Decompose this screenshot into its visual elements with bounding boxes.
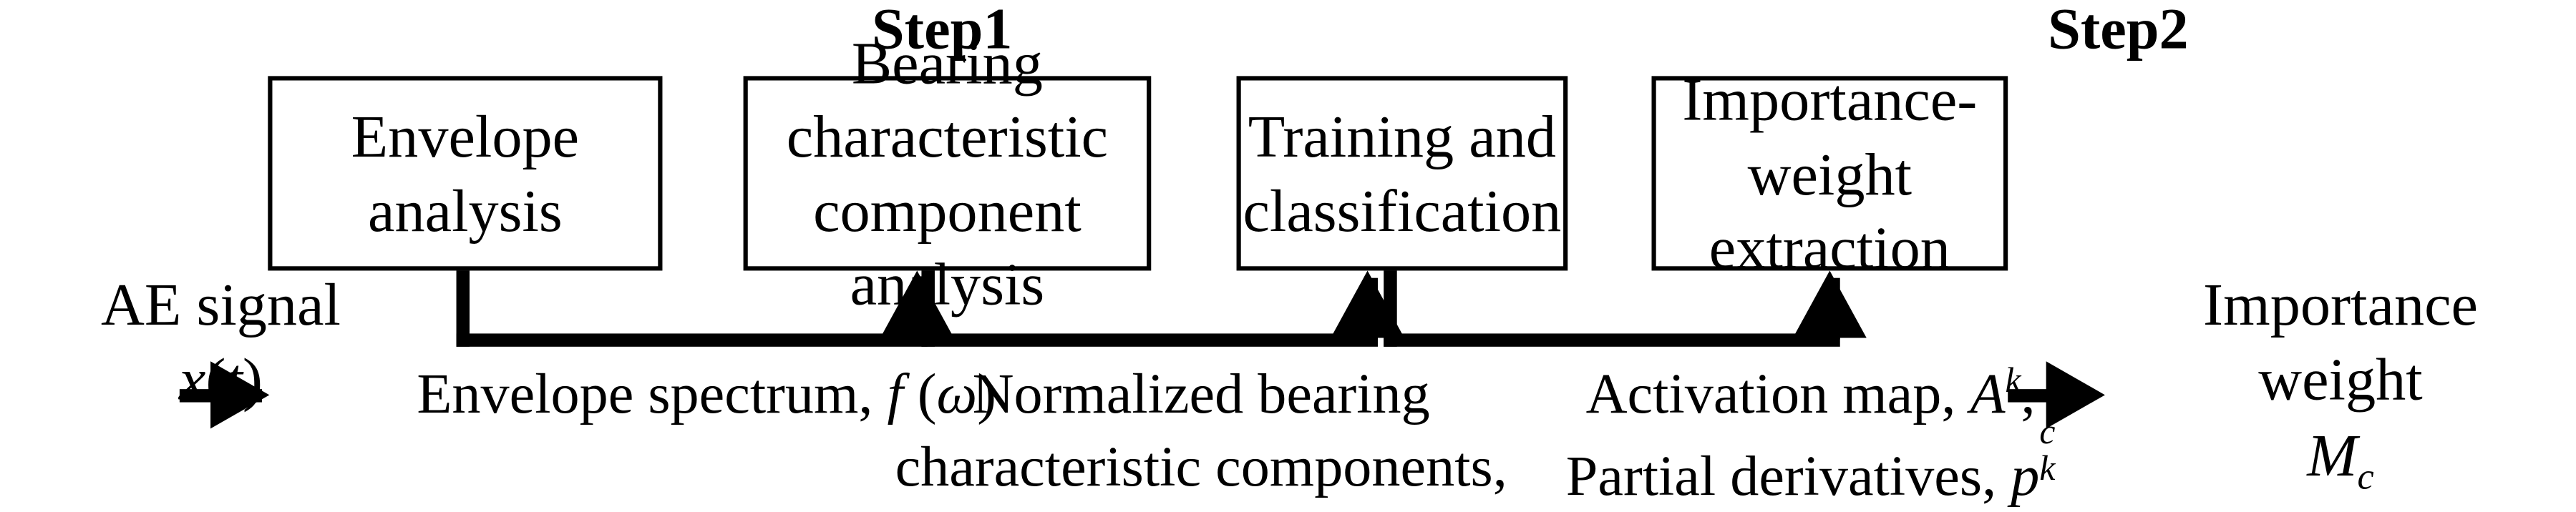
connector-1-vertical-drop — [456, 270, 470, 347]
output-line1: Importance — [2203, 270, 2478, 338]
step4-box-line1: Importance- — [1682, 67, 1978, 134]
step1-box[interactable]: Envelope analysis — [268, 76, 663, 271]
connector-3-vertical-drop — [1384, 270, 1397, 347]
output-symbol-sub-c: c — [2357, 456, 2374, 497]
edge-label-3-line1: Activation map, Ak, — [1502, 358, 2120, 431]
output-arrow-head-icon — [2046, 361, 2105, 429]
step3-box-label: Training and classification — [1228, 100, 1576, 247]
output-symbol: Mc — [2120, 418, 2562, 495]
edge-label-2-line3: NBCC — [878, 504, 1525, 512]
edge-label-3-p: p — [2011, 445, 2040, 508]
edge-label-3-line2-text: Partial derivatives, — [1565, 445, 2011, 508]
edge-label-3-sup-k: k — [2005, 361, 2021, 401]
step2-box-line1: Bearing characteristic — [786, 29, 1109, 171]
edge-label-3-line1-text: Activation map, — [1585, 363, 1970, 426]
step4-box-label: Importance- weight extraction — [1656, 64, 2003, 283]
edge-label-3: Activation map, Ak, Partial derivatives,… — [1502, 358, 2120, 512]
connector-3-arrow-head-icon — [1792, 270, 1867, 338]
edge-label-2: Normalized bearing characteristic compon… — [878, 358, 1525, 512]
output-symbol-M: M — [2307, 420, 2358, 488]
edge-label-1-omega: ω — [936, 363, 978, 426]
step3-box[interactable]: Training and classification — [1236, 76, 1568, 271]
edge-label-3-A: A — [1970, 363, 2006, 426]
edge-label-1: Envelope spectrum, f (ω) — [339, 358, 1074, 431]
step-heading-2: Step2 — [2048, 0, 2189, 61]
edge-label-3-comma: , — [2021, 363, 2036, 426]
connector-3-horizontal — [1384, 333, 1840, 347]
step4-box[interactable]: Importance- weight extraction — [1651, 67, 2008, 280]
step3-box-line2: classification — [1243, 176, 1562, 244]
input-symbol-x: x — [178, 345, 206, 413]
edge-label-1-line1: Envelope spectrum, f (ω) — [339, 358, 1074, 431]
output-line2: weight — [2258, 345, 2423, 413]
connector-2-horizontal — [921, 333, 1378, 347]
connector-1-arrow-head-icon — [880, 270, 954, 338]
step3-box-line1: Training and — [1248, 103, 1557, 171]
edge-label-1-text: Envelope spectrum, — [417, 363, 888, 426]
edge-label-1-paren-open: ( — [903, 363, 937, 426]
edge-label-3-sub-k: k — [2039, 448, 2056, 489]
connector-1-horizontal — [456, 333, 928, 347]
output-weight-text: Importance weight Mc — [2120, 267, 2562, 495]
edge-label-2-line2: characteristic components, — [895, 435, 1507, 499]
step2-box[interactable]: Bearing characteristic component analysi… — [743, 30, 1152, 317]
edge-label-1-f: f — [887, 363, 903, 426]
step1-box-label: Envelope analysis — [272, 100, 658, 247]
input-signal-line1: AE signal — [101, 270, 341, 338]
edge-label-3-sup-c: c — [2039, 411, 2056, 452]
step1-box-line1: Envelope analysis — [351, 103, 580, 244]
step4-box-line2: weight extraction — [1709, 139, 1950, 280]
edge-label-2-line1: Normalized bearing — [972, 363, 1430, 426]
input-arrow-head-icon — [210, 361, 270, 429]
connector-2-vertical-drop — [921, 270, 935, 347]
edge-label-1-paren-close: ) — [977, 363, 996, 426]
step-heading-1: Step1 — [871, 0, 1013, 61]
